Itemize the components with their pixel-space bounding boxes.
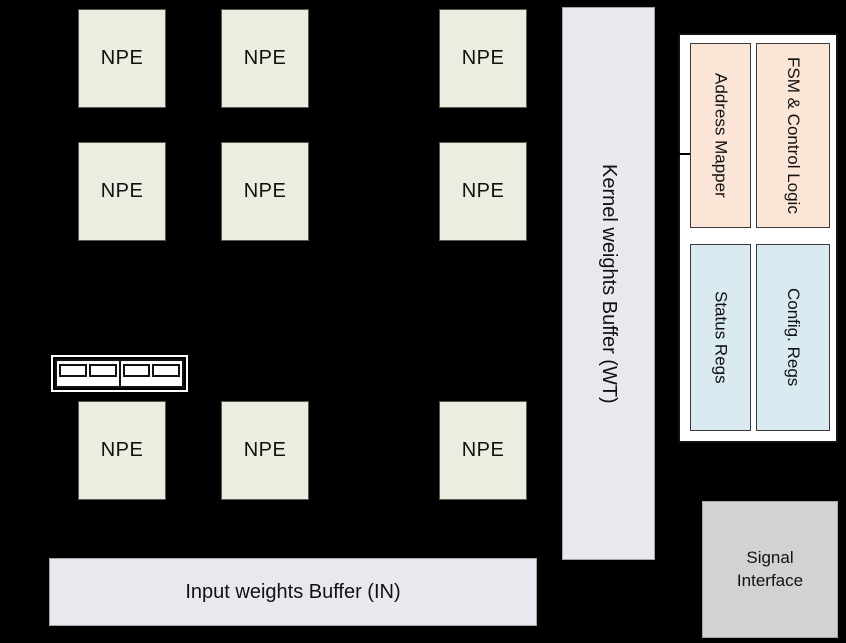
kernel-weights-buffer: Kernel weights Buffer (WT) xyxy=(562,7,655,560)
register-group xyxy=(118,361,183,386)
npe-block: NPE xyxy=(78,142,166,241)
fsm-control-logic-label: FSM & Control Logic xyxy=(783,57,803,214)
npe-block: NPE xyxy=(78,401,166,500)
register-cell xyxy=(152,364,180,377)
npe-block: NPE xyxy=(439,9,527,108)
npe-block: NPE xyxy=(439,401,527,500)
signal-interface-block: Signal Interface xyxy=(702,501,838,638)
npe-block: NPE xyxy=(221,9,309,108)
buffer-to-mapper-connector xyxy=(655,153,690,155)
npe-block: NPE xyxy=(78,9,166,108)
npe-block: NPE xyxy=(221,401,309,500)
register-cell xyxy=(122,364,151,377)
address-mapper-label: Address Mapper xyxy=(711,73,731,198)
register-array-frame xyxy=(55,359,184,388)
config-regs-label: Config. Regs xyxy=(783,288,803,387)
config-regs-block: Config. Regs xyxy=(756,244,830,431)
npe-block: NPE xyxy=(221,142,309,241)
fsm-control-logic-block: FSM & Control Logic xyxy=(756,43,830,228)
npe-block: NPE xyxy=(439,142,527,241)
address-mapper-block: Address Mapper xyxy=(690,43,751,228)
register-cell xyxy=(59,364,87,377)
input-weights-buffer: Input weights Buffer (IN) xyxy=(49,558,537,626)
register-group xyxy=(57,361,119,386)
register-cell xyxy=(88,364,117,377)
status-regs-block: Status Regs xyxy=(690,244,751,431)
signal-interface-label: Signal Interface xyxy=(736,547,804,590)
register-array-icon xyxy=(51,355,188,392)
status-regs-label: Status Regs xyxy=(711,291,731,384)
input-weights-buffer-label: Input weights Buffer (IN) xyxy=(185,580,401,603)
kernel-weights-buffer-label: Kernel weights Buffer (WT) xyxy=(598,163,620,404)
